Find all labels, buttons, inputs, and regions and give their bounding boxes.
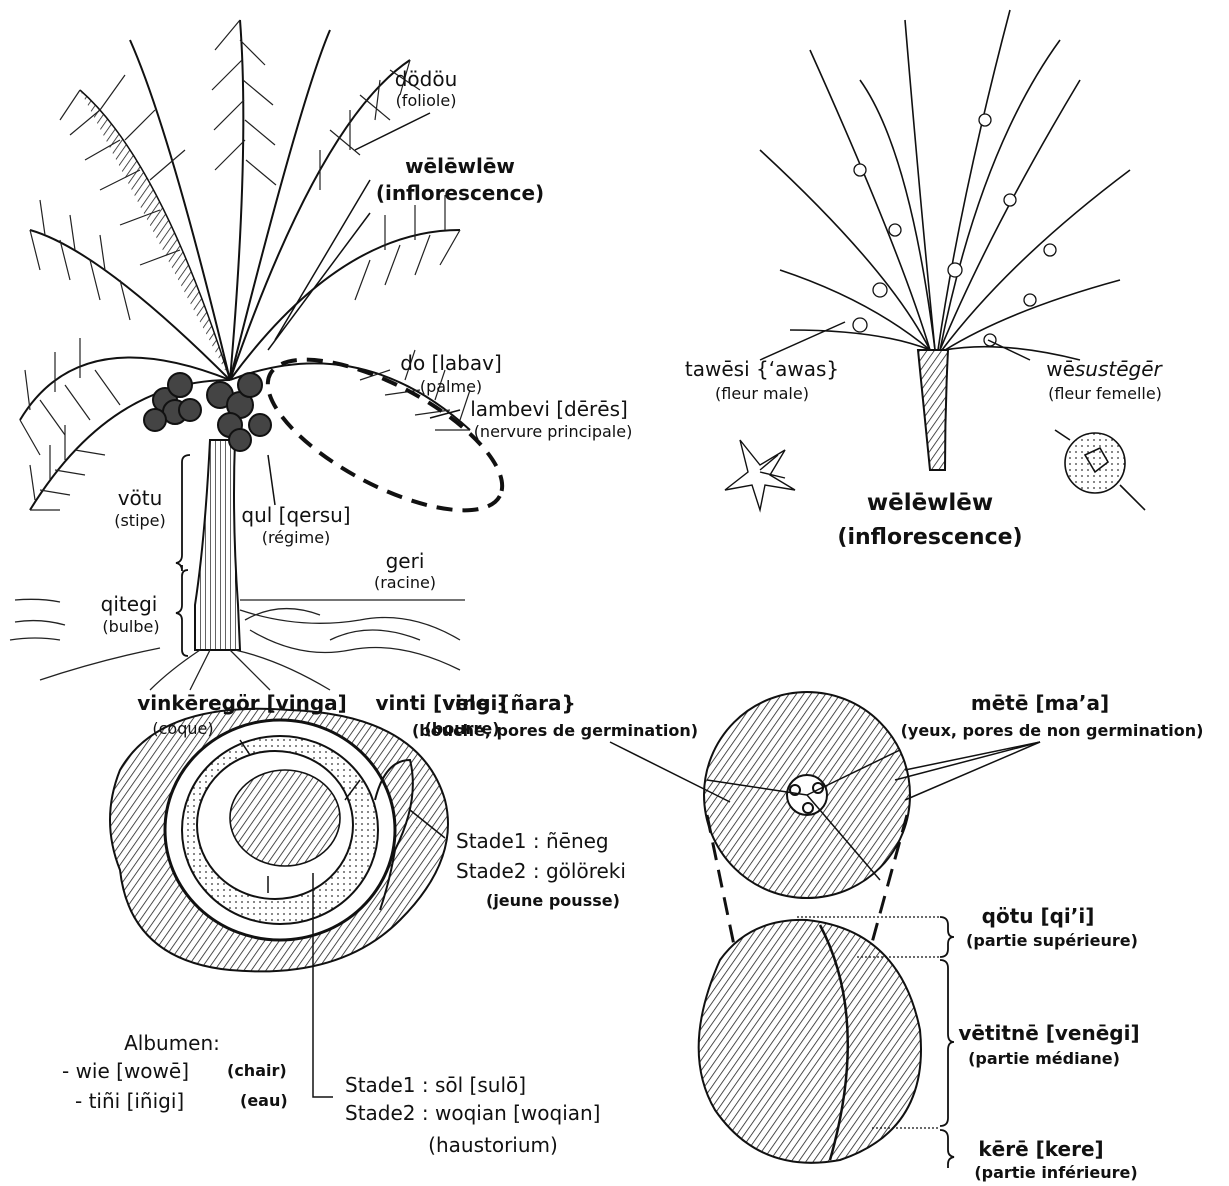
albumen-chair: (chair) bbox=[227, 1062, 287, 1080]
do-term: do [labav] bbox=[400, 352, 502, 375]
shoot-stage2: Stade2 : gölöreki bbox=[456, 860, 626, 883]
shoot-gloss: (jeune pousse) bbox=[486, 892, 620, 910]
vetitne-gloss: (partie médiane) bbox=[968, 1050, 1120, 1068]
vinti-term: vinti [vingi] bbox=[375, 692, 506, 715]
albumen-tini: - tiñi [iñigi] bbox=[75, 1090, 184, 1113]
dodou-gloss: (foliole) bbox=[396, 92, 457, 110]
lambevi-term: lambevi [dērēs] bbox=[470, 398, 628, 421]
haustorium-body bbox=[230, 770, 340, 866]
qul-term: qul [qersu] bbox=[241, 504, 350, 527]
albumen-wie: - wie [wowē] bbox=[62, 1060, 189, 1083]
qitegi-gloss: (bulbe) bbox=[102, 618, 159, 636]
welewlew-gloss: (inflorescence) bbox=[376, 182, 544, 205]
inflorescence-branches bbox=[760, 10, 1130, 360]
haustorium-gloss: (haustorium) bbox=[428, 1134, 558, 1157]
mete-term: mētē [ma’a] bbox=[971, 692, 1109, 715]
tawesi-gloss: (fleur male) bbox=[715, 385, 809, 403]
qotu-term: qötu [qi’i] bbox=[982, 905, 1095, 928]
dodou-term: dödöu bbox=[395, 68, 458, 91]
qul-gloss: (régime) bbox=[262, 529, 331, 547]
geri-gloss: (racine) bbox=[374, 574, 436, 592]
votu-gloss: (stipe) bbox=[114, 512, 166, 530]
vetitne-term: vētitnē [venēgi] bbox=[958, 1022, 1139, 1045]
bulbe-brace bbox=[176, 570, 188, 656]
inflorescence-stalk bbox=[918, 350, 948, 470]
qotu-gloss: (partie supérieure) bbox=[966, 932, 1138, 950]
tawesi-term: tawēsi {‘awas} bbox=[685, 358, 839, 381]
haustorium-stage1: Stade1 : sōl [sulō] bbox=[345, 1074, 526, 1097]
female-flower-drawing bbox=[1055, 430, 1145, 510]
vinti-gloss: (bourre) bbox=[424, 720, 499, 738]
albumen-eau: (eau) bbox=[240, 1092, 288, 1110]
inflorescence-title-gloss: (inflorescence) bbox=[837, 525, 1022, 550]
wesustegar-gloss: (fleur femelle) bbox=[1048, 385, 1162, 403]
inflorescence-leaders bbox=[760, 322, 1030, 360]
palm-trunk bbox=[195, 440, 240, 650]
qitegi-term: qitegi bbox=[101, 593, 158, 616]
vinkeregor-term: vinkēregör [vinga] bbox=[137, 692, 347, 715]
wesustegar-term: wēsustēgēr bbox=[1046, 358, 1162, 381]
nut-whole-drawing bbox=[610, 692, 1040, 1168]
mete-gloss: (yeux, pores de non germination) bbox=[901, 722, 1204, 740]
inflorescence-title-term: wēlēwlēw bbox=[867, 490, 993, 516]
male-flower-drawing bbox=[725, 440, 795, 510]
welewlew-term: wēlēwlēw bbox=[405, 155, 515, 178]
vinkeregor-gloss: (coque) bbox=[152, 720, 213, 738]
votu-term: vötu bbox=[118, 487, 163, 510]
coconut-bunch bbox=[144, 373, 271, 451]
geri-term: geri bbox=[386, 550, 425, 573]
nut-braces bbox=[940, 917, 954, 1168]
haustorium-stage2: Stade2 : woqian [woqian] bbox=[345, 1102, 601, 1125]
shoot-stage1: Stade1 : ñēneg bbox=[456, 830, 609, 853]
albumen-title: Albumen: bbox=[124, 1032, 220, 1055]
do-gloss: (palme) bbox=[420, 378, 482, 396]
kere-gloss: (partie inférieure) bbox=[974, 1164, 1137, 1182]
inflorescence-drawing bbox=[725, 10, 1145, 510]
kere-term: kērē [kere] bbox=[978, 1138, 1103, 1161]
stipe-brace bbox=[176, 455, 190, 571]
lambevi-gloss: (nervure principale) bbox=[474, 423, 633, 441]
nut-side-view bbox=[699, 920, 921, 1163]
